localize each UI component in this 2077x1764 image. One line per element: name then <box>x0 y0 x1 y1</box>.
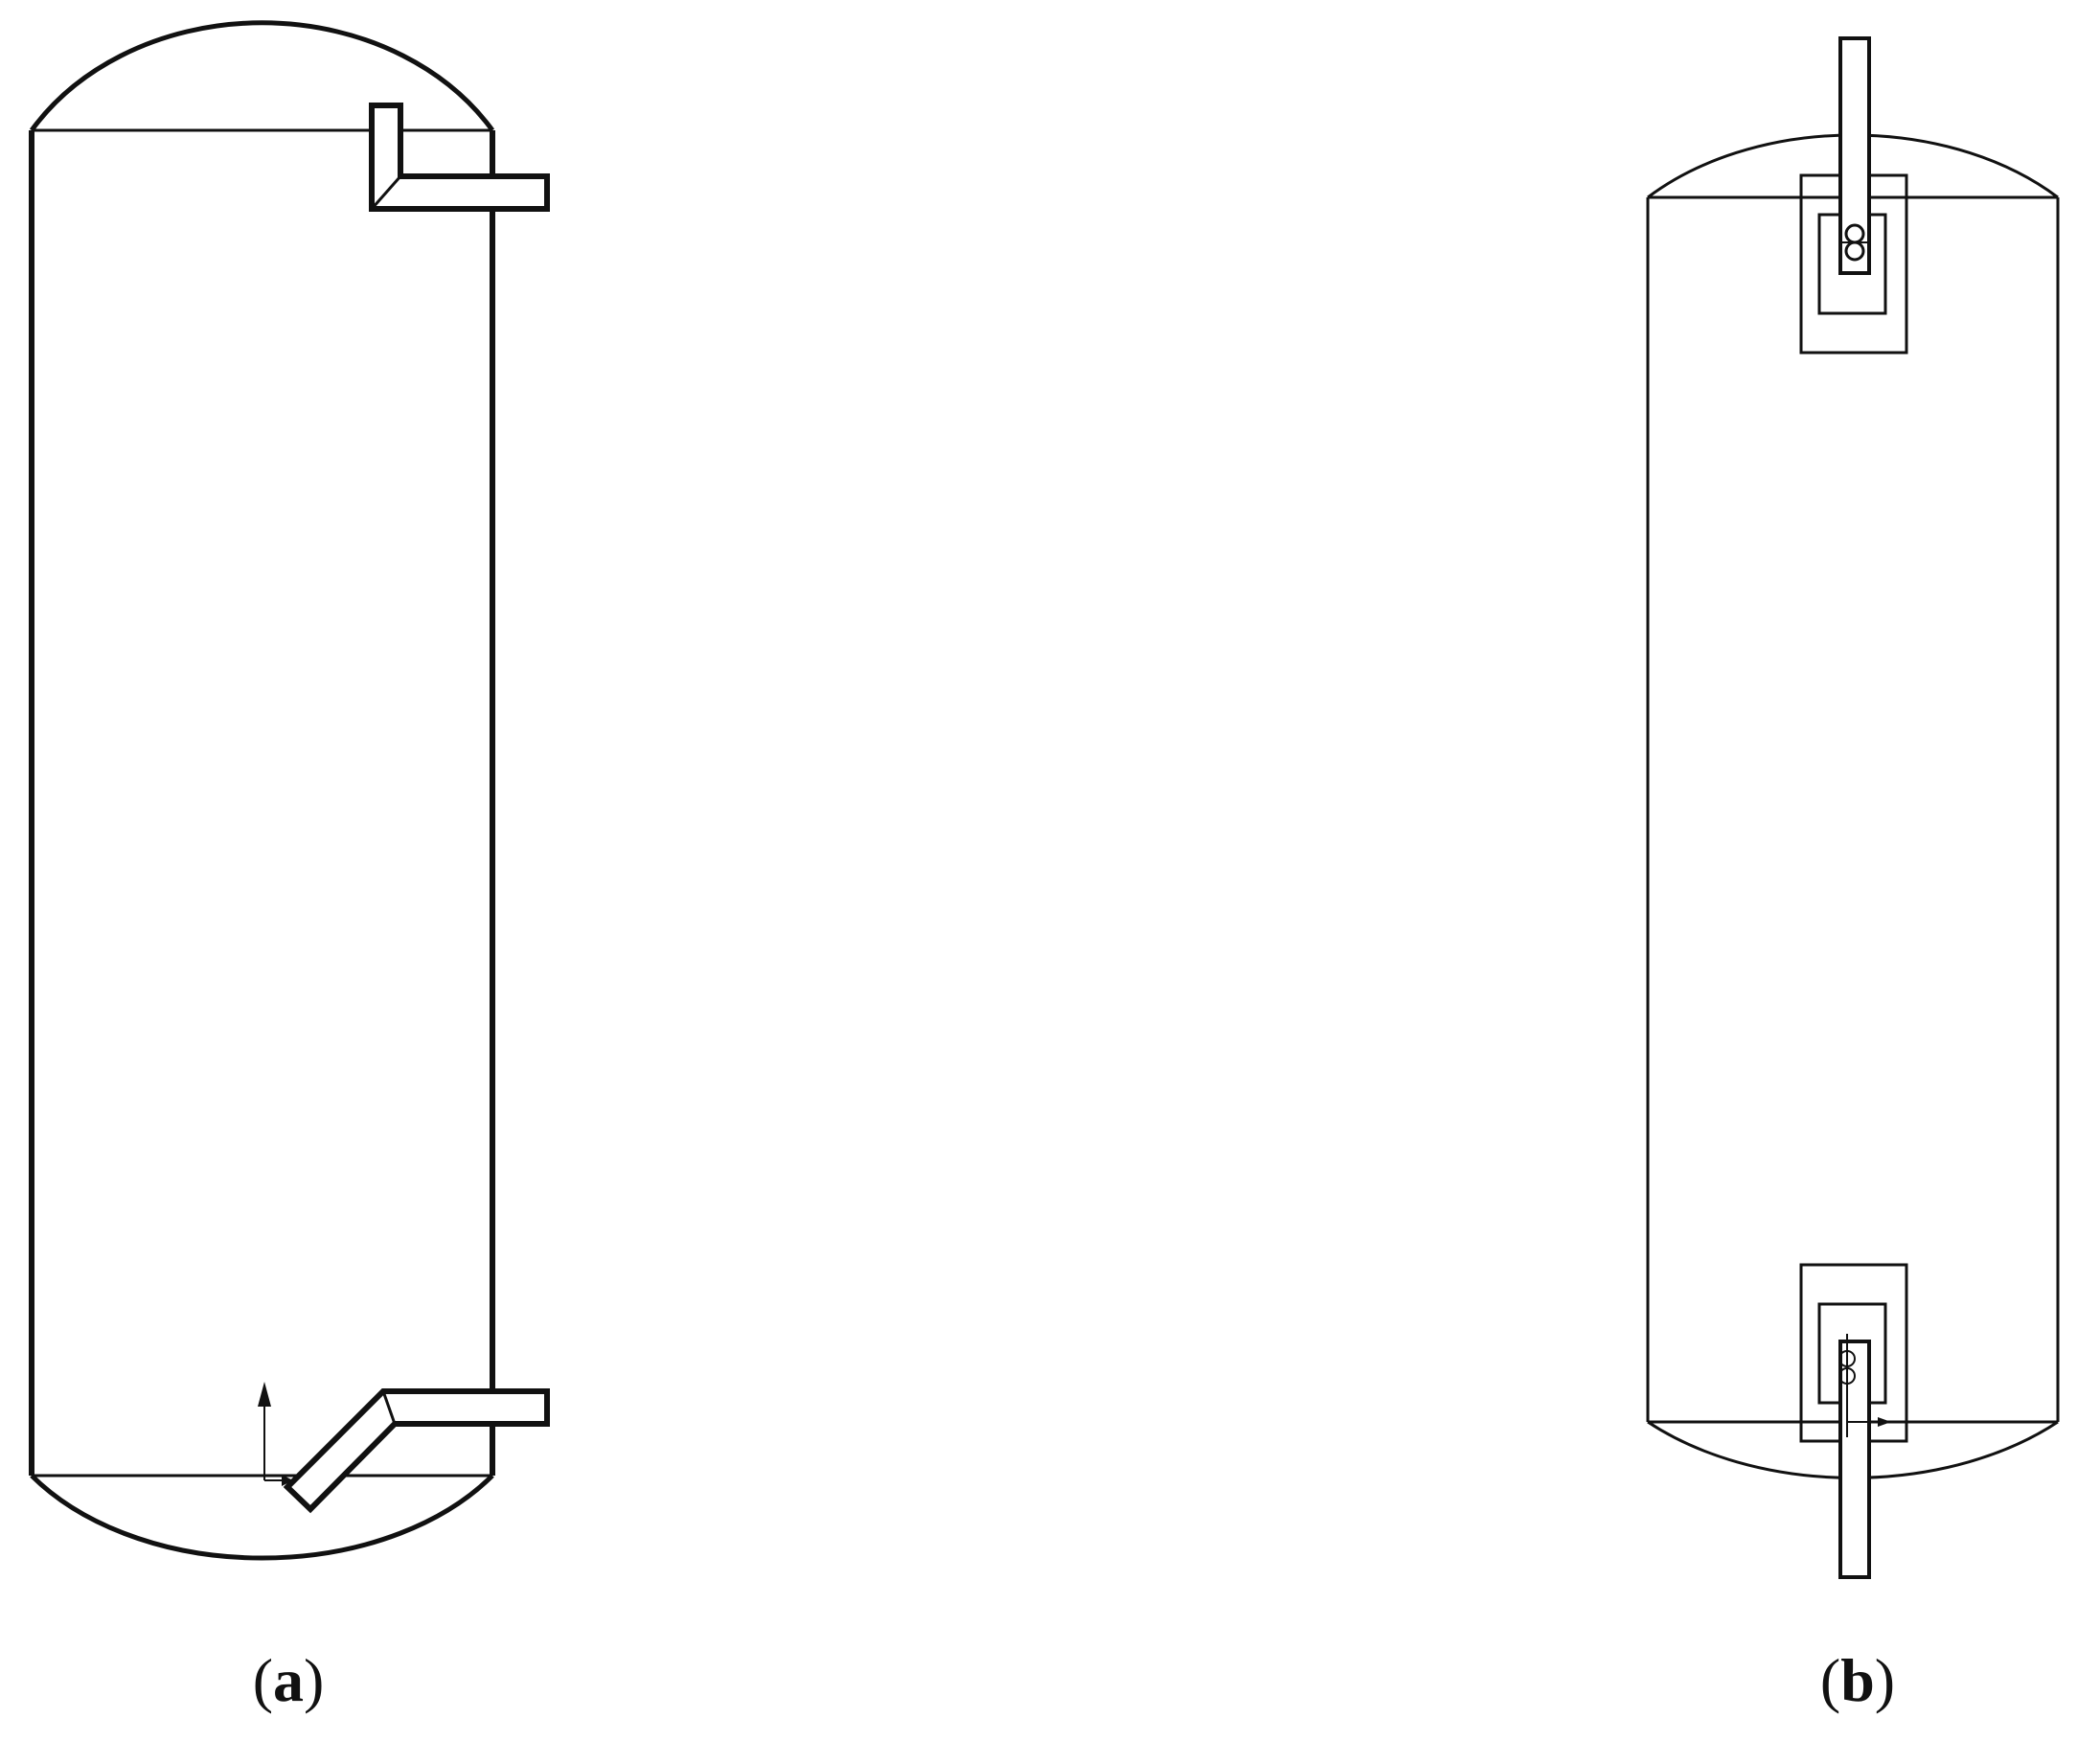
panel-a-axis-arrowhead-up-icon <box>258 1382 271 1407</box>
caption-b-letter: b <box>1840 1646 1875 1714</box>
panel-a-bottom-dome <box>30 1474 494 1561</box>
panel-a-bottom-inlet-pipe <box>283 1388 550 1514</box>
panel-b-bottom-pipe <box>1838 1340 1871 1579</box>
caption-b: (b) <box>1743 1650 1973 1711</box>
caption-b-close-paren: ) <box>1874 1646 1896 1714</box>
caption-b-open-paren: ( <box>1819 1646 1841 1714</box>
panel-b-top-pipe <box>1838 36 1871 275</box>
panel-a-top-outlet-pipe-edge <box>370 175 402 210</box>
panel-a-tank-side-view <box>29 20 550 1561</box>
panel-a-top-dome <box>29 20 495 132</box>
caption-a-close-paren: ) <box>304 1646 325 1714</box>
panel-a-top-outlet-pipe <box>369 103 550 212</box>
caption-a: (a) <box>173 1650 403 1711</box>
caption-a-open-paren: ( <box>252 1646 273 1714</box>
panel-a-axis-arrowhead-right-icon <box>282 1475 293 1486</box>
panel-b-axis-arrowhead-right-icon <box>1878 1417 1891 1427</box>
panel-a-bottom-inlet-pipe-edge <box>381 1390 397 1425</box>
panel-b-tank-front-view <box>1646 36 2060 1579</box>
caption-a-letter: a <box>273 1646 304 1714</box>
